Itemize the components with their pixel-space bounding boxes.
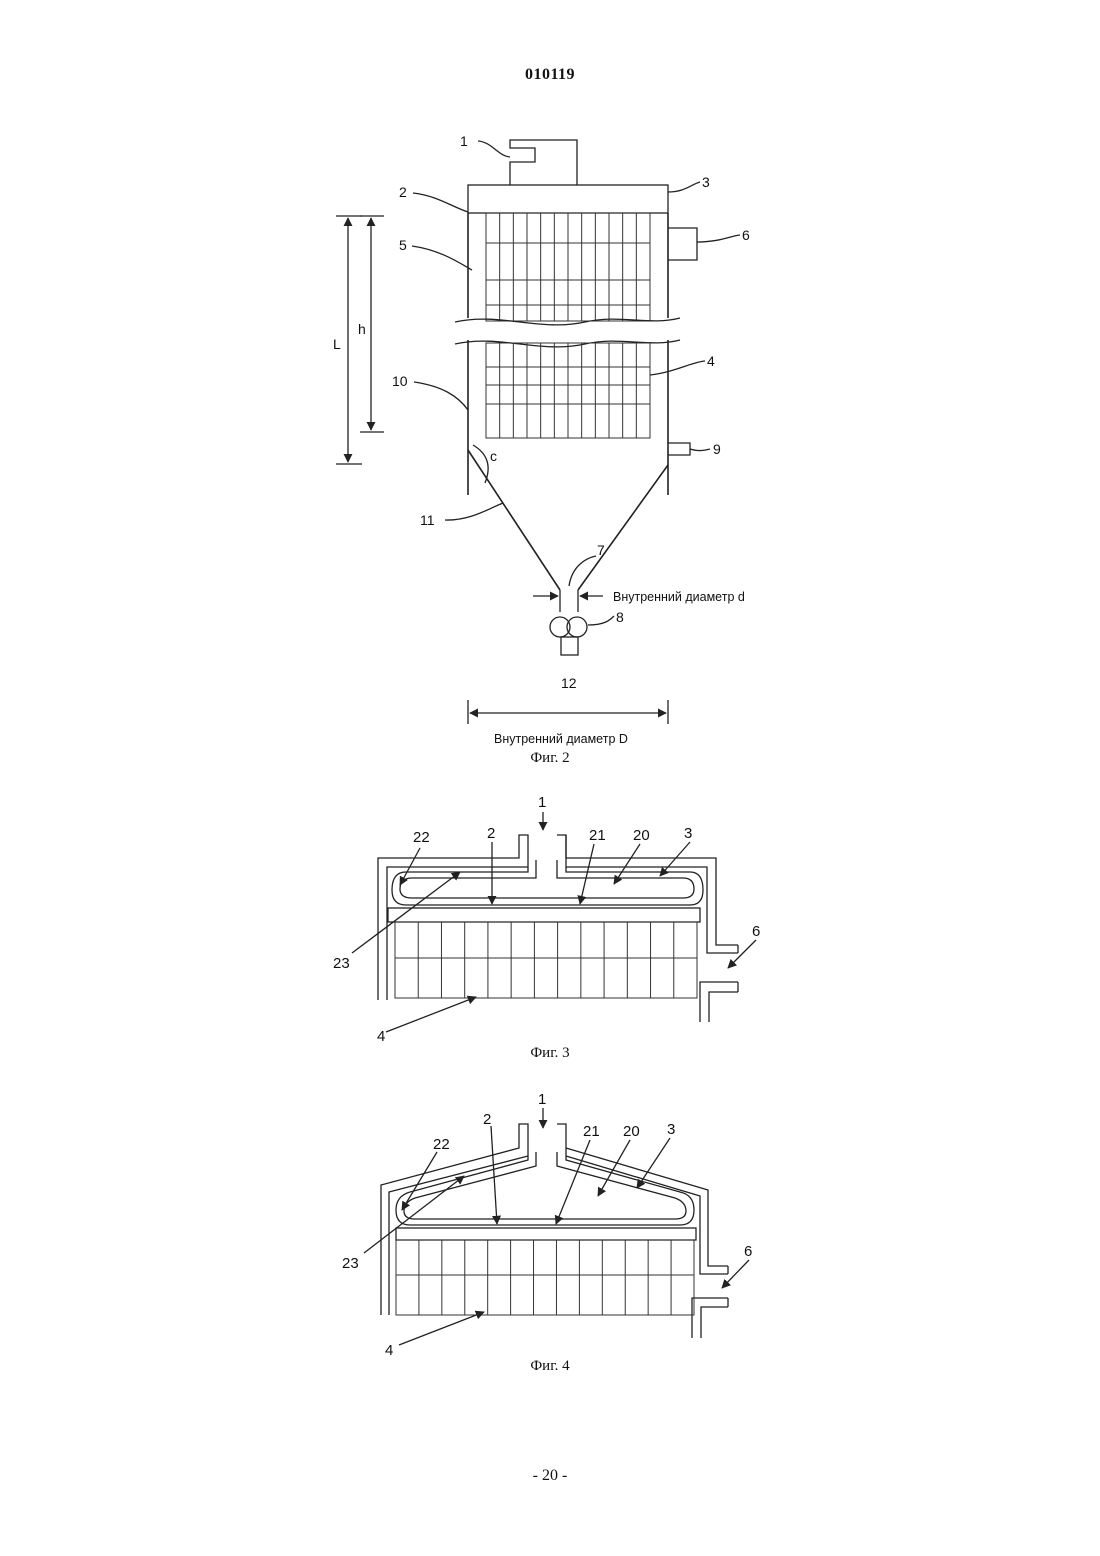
fig3-label-4: 4	[377, 1028, 385, 1045]
fig2-label-9: 9	[713, 441, 721, 457]
fig4-label-4: 4	[385, 1342, 393, 1359]
fig3-label-23: 23	[333, 955, 350, 972]
fig2-dimension-L: L	[333, 336, 341, 352]
figure-3-caption: Фиг. 3	[0, 1045, 1100, 1062]
fig3-label-21: 21	[589, 827, 606, 844]
fig2-label-1: 1	[460, 133, 468, 149]
fig4-label-1: 1	[538, 1091, 546, 1108]
fig2-angle-c: c	[490, 448, 497, 464]
figure-2-caption: Фиг. 2	[0, 750, 1100, 767]
fig2-inner-diameter-d: Внутренний диаметр d	[613, 590, 745, 604]
fig4-tube-grid	[396, 1240, 694, 1315]
figure-4-drawing: 1 22 2 21 20 3 6 23 4	[0, 1080, 1100, 1360]
fig3-tube-grid	[395, 922, 697, 998]
page-number: - 20 -	[0, 1467, 1100, 1485]
fig3-label-2: 2	[487, 825, 495, 842]
fig3-label-6: 6	[752, 923, 760, 940]
fig2-label-8: 8	[616, 609, 624, 625]
fig4-label-2: 2	[483, 1111, 491, 1128]
fig4-label-21: 21	[583, 1123, 600, 1140]
fig4-label-22: 22	[433, 1136, 450, 1153]
fig3-label-22: 22	[413, 829, 430, 846]
fig3-label-20: 20	[633, 827, 650, 844]
fig4-label-6: 6	[744, 1243, 752, 1260]
fig2-label-12: 12	[561, 675, 577, 691]
fig4-label-20: 20	[623, 1123, 640, 1140]
fig2-label-7: 7	[597, 542, 605, 558]
fig4-label-3: 3	[667, 1121, 675, 1138]
figure-4-caption: Фиг. 4	[0, 1358, 1100, 1375]
fig3-label-1: 1	[538, 794, 546, 811]
fig2-label-10: 10	[392, 373, 408, 389]
fig2-label-6: 6	[742, 227, 750, 243]
fig2-label-11: 11	[420, 512, 435, 528]
fig2-label-4: 4	[707, 353, 715, 369]
fig4-label-23: 23	[342, 1255, 359, 1272]
figure-3-drawing: 1 22 2 21 20 3 6 23 4	[0, 780, 1100, 1050]
fig2-dimension-h: h	[358, 321, 366, 337]
figure-2-drawing: 1 2 3 5 6 4 10 9 11 7 8 12 L h c Внутрен…	[0, 0, 1100, 760]
fig2-label-5: 5	[399, 237, 407, 253]
fig2-label-2: 2	[399, 184, 407, 200]
fig3-label-3: 3	[684, 825, 692, 842]
fig2-inner-diameter-D: Внутренний диаметр D	[494, 732, 628, 746]
fig2-label-3: 3	[702, 174, 710, 190]
